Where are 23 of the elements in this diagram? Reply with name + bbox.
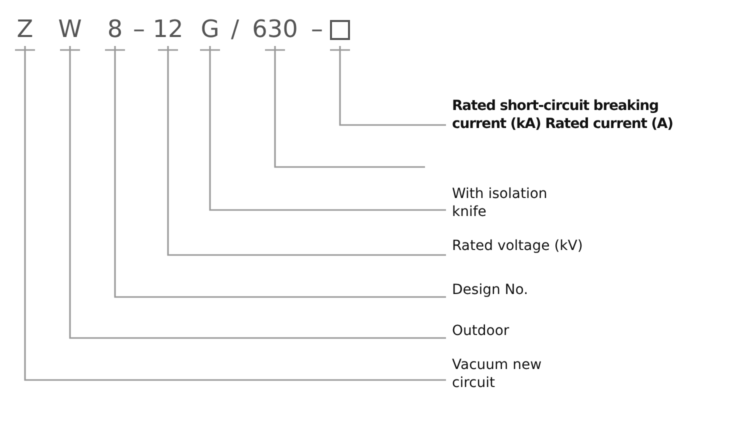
description-text: Design No. bbox=[452, 281, 652, 299]
leader-line bbox=[329, 45, 447, 126]
description-text: Vacuum new circuit bbox=[452, 356, 582, 392]
separator-sign: – bbox=[311, 14, 323, 44]
code-letter: W bbox=[57, 14, 83, 44]
code-number: 630 bbox=[252, 14, 298, 44]
description-text: Rated voltage (kV) bbox=[452, 237, 652, 255]
code-digit: 8 bbox=[106, 14, 124, 44]
leader-line bbox=[264, 45, 426, 168]
code-letter: G bbox=[200, 14, 220, 44]
placeholder-box bbox=[330, 20, 350, 40]
separator-sign: / bbox=[231, 14, 240, 44]
code-number: 12 bbox=[152, 14, 184, 44]
leader-line bbox=[199, 45, 447, 211]
leader-line bbox=[157, 45, 447, 256]
leader-line bbox=[14, 45, 447, 381]
leader-line bbox=[59, 45, 447, 339]
code-letter: Z bbox=[15, 14, 35, 44]
leader-line bbox=[104, 45, 447, 298]
description-text: Outdoor bbox=[452, 322, 652, 340]
separator-sign: – bbox=[133, 14, 145, 44]
description-text: With isolation knife bbox=[452, 185, 582, 221]
description-text: Rated short-circuit breaking current (kA) Rated current (A) bbox=[452, 97, 692, 133]
